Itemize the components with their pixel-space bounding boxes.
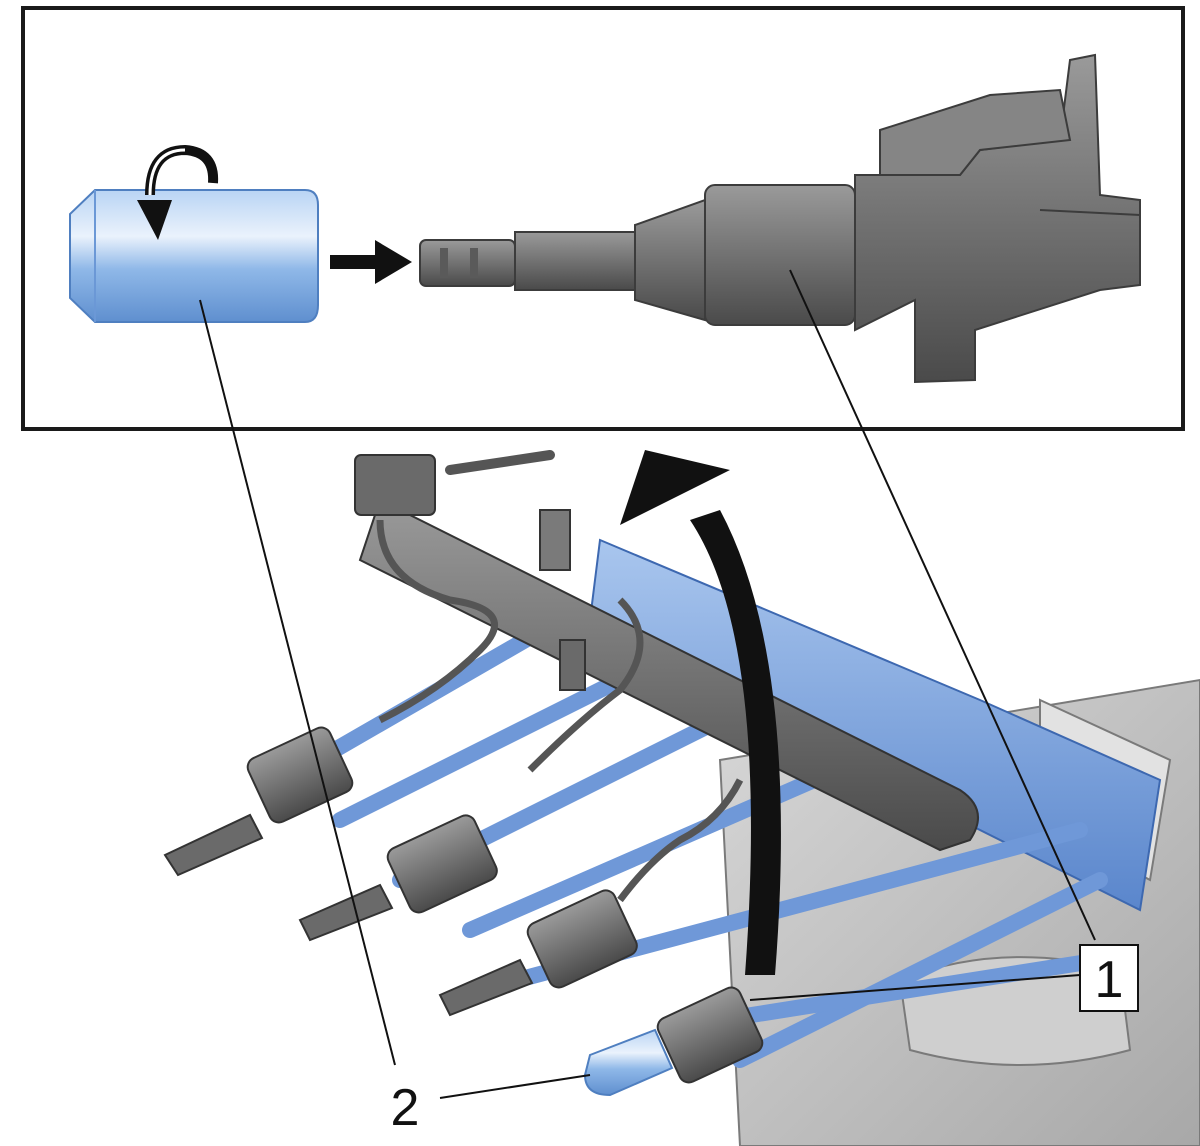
callout-1-box xyxy=(1079,944,1139,1012)
callout-2: 2 xyxy=(391,1079,420,1137)
injector-detail xyxy=(419,53,1141,384)
rotate-arrow-icon xyxy=(137,144,219,240)
callout-1: 1 xyxy=(1079,944,1139,1012)
cap-on-injector xyxy=(583,1028,674,1097)
injector-2 xyxy=(298,814,498,942)
fuel-lines xyxy=(376,519,744,903)
callout-2-label: 2 xyxy=(391,1079,420,1137)
detail-inset xyxy=(21,6,1185,431)
injector-4 xyxy=(656,986,764,1084)
injector-3 xyxy=(438,889,638,1017)
protective-cap xyxy=(69,189,319,323)
fuel-rail xyxy=(354,450,979,852)
callout-1-label: 1 xyxy=(1095,951,1124,1009)
lift-arrow-icon xyxy=(620,450,781,975)
leader-lines xyxy=(199,269,1096,1099)
insert-arrow-icon xyxy=(330,240,412,284)
